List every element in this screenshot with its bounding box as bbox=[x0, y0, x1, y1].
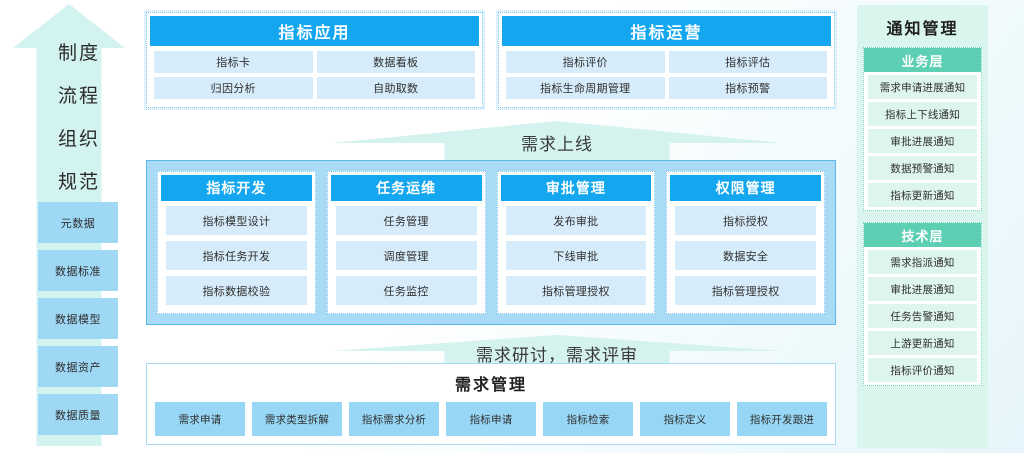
capability-item-indicator-data-validation[interactable]: 指标数据校验 bbox=[166, 276, 307, 305]
governance-foundation-column: 制度 流程 组织 规范 元数据 数据标准 数据模型 数据资产 数据质量 bbox=[0, 0, 138, 453]
tile-indicator-lifecycle-management[interactable]: 指标生命周期管理 bbox=[506, 77, 665, 99]
capability-card-task-operations: 任务运维 任务管理 调度管理 任务监控 bbox=[326, 171, 486, 314]
card-indicator-application: 指标应用 指标卡 数据看板 归因分析 自助取数 bbox=[146, 12, 483, 108]
tile-indicator-assessment[interactable]: 指标评估 bbox=[668, 51, 827, 73]
asset-box-data-asset[interactable]: 数据资产 bbox=[38, 346, 118, 387]
capability-item-offline-approval[interactable]: 下线审批 bbox=[505, 241, 647, 270]
capability-title-approval-management: 审批管理 bbox=[500, 175, 652, 201]
capability-item-indicator-authorization[interactable]: 指标授权 bbox=[675, 206, 816, 235]
notification-group-title-technical-layer: 技术层 bbox=[864, 223, 981, 247]
data-asset-list: 元数据 数据标准 数据模型 数据资产 数据质量 bbox=[38, 202, 118, 435]
capability-item-indicator-task-development[interactable]: 指标任务开发 bbox=[166, 241, 307, 270]
asset-box-data-model[interactable]: 数据模型 bbox=[38, 298, 118, 339]
notification-item-indicator-update[interactable]: 指标更新通知 bbox=[868, 183, 977, 207]
capability-card-permission-management: 权限管理 指标授权 数据安全 指标管理授权 bbox=[666, 171, 825, 314]
tile-self-service-query[interactable]: 自助取数 bbox=[316, 77, 475, 99]
capability-item-list-permission-management: 指标授权 数据安全 指标管理授权 bbox=[670, 201, 821, 310]
capability-card-indicator-development: 指标开发 指标模型设计 指标任务开发 指标数据校验 bbox=[157, 171, 316, 314]
capability-title-task-operations: 任务运维 bbox=[330, 175, 482, 201]
notification-group-title-business-layer: 业务层 bbox=[864, 48, 981, 72]
notification-item-approval-progress-business[interactable]: 审批进展通知 bbox=[868, 129, 977, 153]
notification-item-indicator-online-offline[interactable]: 指标上下线通知 bbox=[868, 102, 977, 126]
requirement-tile-row: 需求申请 需求类型拆解 指标需求分析 指标申请 指标检索 指标定义 指标开发跟进 bbox=[147, 395, 835, 436]
card-tile-grid-indicator-application: 指标卡 数据看板 归因分析 自助取数 bbox=[150, 46, 479, 103]
requirement-tile-requirement-application[interactable]: 需求申请 bbox=[155, 402, 245, 436]
capability-item-indicator-management-authorization[interactable]: 指标管理授权 bbox=[675, 276, 816, 305]
tile-attribution-analysis[interactable]: 归因分析 bbox=[154, 77, 313, 99]
requirement-tile-indicator-development-tracking[interactable]: 指标开发跟进 bbox=[737, 402, 827, 436]
governance-pillar-list: 制度 流程 组织 规范 bbox=[36, 44, 122, 216]
capability-item-indicator-model-design[interactable]: 指标模型设计 bbox=[166, 206, 307, 235]
tile-indicator-alert[interactable]: 指标预警 bbox=[668, 77, 827, 99]
tile-data-dashboard[interactable]: 数据看板 bbox=[316, 51, 475, 73]
requirement-tile-indicator-definition[interactable]: 指标定义 bbox=[640, 402, 730, 436]
card-indicator-operation: 指标运营 指标评价 指标评估 指标生命周期管理 指标预警 bbox=[498, 12, 835, 108]
capability-item-task-management[interactable]: 任务管理 bbox=[335, 206, 477, 235]
notification-item-indicator-evaluation[interactable]: 指标评价通知 bbox=[868, 358, 977, 382]
requirement-tile-indicator-requirement-analysis[interactable]: 指标需求分析 bbox=[349, 402, 439, 436]
notification-group-business-layer: 业务层 需求申请进展通知 指标上下线通知 审批进展通知 数据预警通知 指标更新通… bbox=[863, 47, 982, 211]
asset-box-data-standard[interactable]: 数据标准 bbox=[38, 250, 118, 291]
capability-card-approval-management: 审批管理 发布审批 下线审批 指标管理授权 bbox=[496, 171, 656, 314]
card-title-indicator-operation: 指标运营 bbox=[502, 16, 831, 46]
card-tile-grid-indicator-operation: 指标评价 指标评估 指标生命周期管理 指标预警 bbox=[502, 46, 831, 103]
notification-item-requirement-application-progress[interactable]: 需求申请进展通知 bbox=[868, 75, 977, 99]
notification-management-panel: 通知管理 业务层 需求申请进展通知 指标上下线通知 审批进展通知 数据预警通知 … bbox=[857, 5, 988, 448]
capability-item-data-security[interactable]: 数据安全 bbox=[675, 241, 816, 270]
asset-box-metadata[interactable]: 元数据 bbox=[38, 202, 118, 243]
capability-item-publish-approval[interactable]: 发布审批 bbox=[505, 206, 647, 235]
notification-item-requirement-assignment[interactable]: 需求指派通知 bbox=[868, 250, 977, 274]
capability-title-indicator-development: 指标开发 bbox=[161, 175, 312, 201]
governance-pillar-0: 制度 bbox=[57, 42, 100, 64]
asset-box-data-quality[interactable]: 数据质量 bbox=[38, 394, 118, 435]
notification-item-task-alarm[interactable]: 任务告警通知 bbox=[868, 304, 977, 328]
governance-pillar-2: 组织 bbox=[57, 128, 100, 150]
governance-pillar-1: 流程 bbox=[57, 85, 100, 107]
requirement-online-label: 需求上线 bbox=[521, 135, 593, 155]
notification-management-title: 通知管理 bbox=[886, 19, 959, 38]
capability-item-list-approval-management: 发布审批 下线审批 指标管理授权 bbox=[501, 201, 652, 310]
requirement-management-title: 需求管理 bbox=[454, 375, 527, 394]
capability-item-list-task-operations: 任务管理 调度管理 任务监控 bbox=[331, 201, 482, 310]
card-title-indicator-application: 指标应用 bbox=[150, 16, 479, 46]
requirement-review-label: 需求研讨，需求评审 bbox=[476, 346, 638, 366]
capability-item-indicator-management-authorization-approval[interactable]: 指标管理授权 bbox=[505, 276, 647, 305]
governance-pillar-3: 规范 bbox=[57, 171, 100, 193]
capability-panel: 指标开发 指标模型设计 指标任务开发 指标数据校验 任务运维 任务管理 调度管理… bbox=[146, 160, 836, 325]
capability-title-permission-management: 权限管理 bbox=[670, 175, 821, 201]
requirement-management-panel: 需求管理 需求申请 需求类型拆解 指标需求分析 指标申请 指标检索 指标定义 指… bbox=[146, 363, 836, 445]
notification-item-upstream-update[interactable]: 上游更新通知 bbox=[868, 331, 977, 355]
requirement-tile-indicator-application[interactable]: 指标申请 bbox=[446, 402, 536, 436]
capability-item-schedule-management[interactable]: 调度管理 bbox=[335, 241, 477, 270]
notification-item-data-alert[interactable]: 数据预警通知 bbox=[868, 156, 977, 180]
requirement-tile-indicator-search[interactable]: 指标检索 bbox=[543, 402, 633, 436]
tile-indicator-evaluation[interactable]: 指标评价 bbox=[506, 51, 665, 73]
capability-item-task-monitoring[interactable]: 任务监控 bbox=[335, 276, 477, 305]
requirement-tile-requirement-type-breakdown[interactable]: 需求类型拆解 bbox=[252, 402, 342, 436]
notification-item-approval-progress-technical[interactable]: 审批进展通知 bbox=[868, 277, 977, 301]
capability-item-list-indicator-development: 指标模型设计 指标任务开发 指标数据校验 bbox=[161, 201, 312, 310]
notification-group-technical-layer: 技术层 需求指派通知 审批进展通知 任务告警通知 上游更新通知 指标评价通知 bbox=[863, 222, 982, 386]
tile-indicator-card[interactable]: 指标卡 bbox=[154, 51, 313, 73]
